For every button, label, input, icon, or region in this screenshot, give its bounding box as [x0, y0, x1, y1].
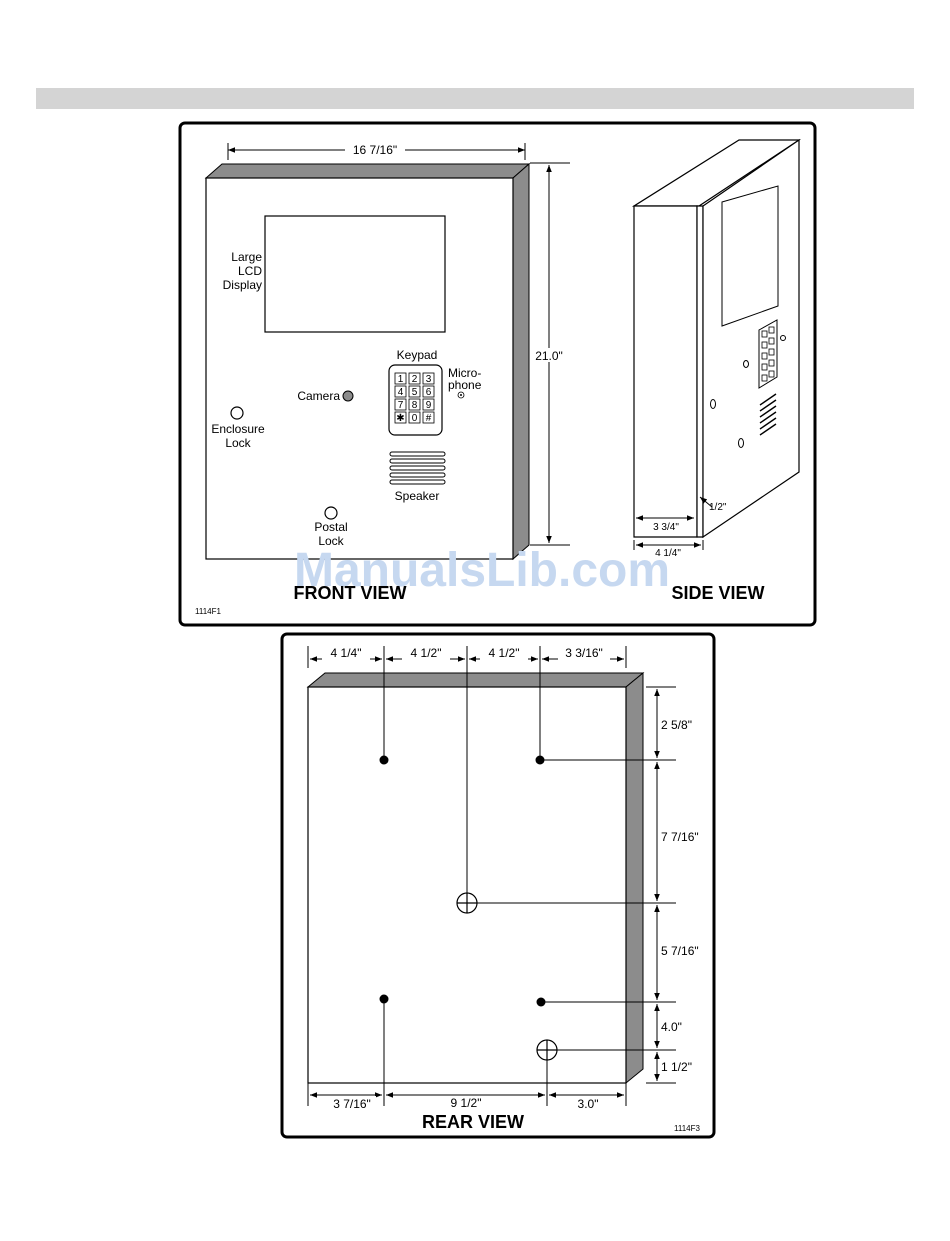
rear-top-dim-label-3: 4 1/2": [489, 646, 520, 660]
keypad-key-label: 6: [426, 387, 432, 398]
camera-label: Camera: [297, 389, 340, 403]
lcd-display: [265, 216, 445, 332]
rear-view-title: REAR VIEW: [422, 1112, 524, 1132]
postal-lock-icon: [325, 507, 337, 519]
keypad-key-label: 0: [412, 413, 418, 424]
rear-top-dim-label-2: 4 1/2": [411, 646, 442, 660]
front-view-title: FRONT VIEW: [294, 583, 407, 603]
keypad-key-label: ✱: [396, 413, 404, 424]
keypad-key-label: #: [426, 413, 432, 424]
keypad-key-label: 3: [426, 374, 432, 385]
side-postal-lock-icon: [739, 439, 744, 448]
rear-right-dim-label-3: 5 7/16": [661, 944, 699, 958]
camera-icon: [343, 391, 353, 401]
side-keypad: [759, 320, 777, 388]
enclosure-lock-label-line-1: Enclosure: [211, 422, 265, 436]
side-enclosure-lock-icon: [711, 400, 716, 409]
keypad-key-label: 5: [412, 387, 418, 398]
enclosure-lock-label-line-2: Lock: [225, 436, 251, 450]
side-view-title: SIDE VIEW: [671, 583, 764, 603]
rear-right-dim-label-4: 4.0": [661, 1020, 682, 1034]
rear-right-dim-label-2: 7 7/16": [661, 830, 699, 844]
rear-figure-code: 1114F3: [674, 1124, 700, 1133]
side-mic-icon: [781, 336, 786, 341]
keypad-key-label: 1: [398, 374, 404, 385]
mounting-hole: [380, 756, 389, 765]
front-figure-code: 1114F1: [195, 607, 221, 616]
rear-bottom-dim-label-2: 9 1/2": [451, 1096, 482, 1110]
speaker-label: Speaker: [395, 489, 440, 503]
keypad-key-label: 7: [398, 400, 404, 411]
microphone-label-line-2: phone: [448, 378, 482, 392]
side-depth-inner-label: 3 3/4": [653, 522, 679, 533]
rear-top-dim-label-4: 3 3/16": [565, 646, 603, 660]
side-half-inch-label: 1/2": [709, 502, 727, 513]
rear-bottom-dim-label-1: 3 7/16": [333, 1097, 371, 1111]
keypad-key-label: 4: [398, 387, 404, 398]
side-camera-icon: [744, 361, 749, 368]
lcd-label-line-1: Large: [231, 250, 262, 264]
side-lcd: [722, 186, 778, 326]
postal-lock-label-line-1: Postal: [314, 520, 347, 534]
lcd-label-line-2: LCD: [238, 264, 262, 278]
front-width-label: 16 7/16": [353, 143, 397, 157]
front-height-label: 21.0": [535, 349, 563, 363]
keypad-label: Keypad: [397, 348, 438, 362]
enclosure-lock-icon: [231, 407, 243, 419]
rear-bottom-dim-label-3: 3.0": [578, 1097, 599, 1111]
rear-right-dim-label-5: 1 1/2": [661, 1060, 692, 1074]
lcd-label-line-3: Display: [223, 278, 262, 292]
rear-view-enclosure: [308, 673, 643, 1083]
rear-top-dim-label-1: 4 1/4": [331, 646, 362, 660]
keypad-key-label: 2: [412, 374, 418, 385]
keypad-key-label: 9: [426, 400, 432, 411]
keypad-key-label: 8: [412, 400, 418, 411]
rear-right-dim-label-1: 2 5/8": [661, 718, 692, 732]
